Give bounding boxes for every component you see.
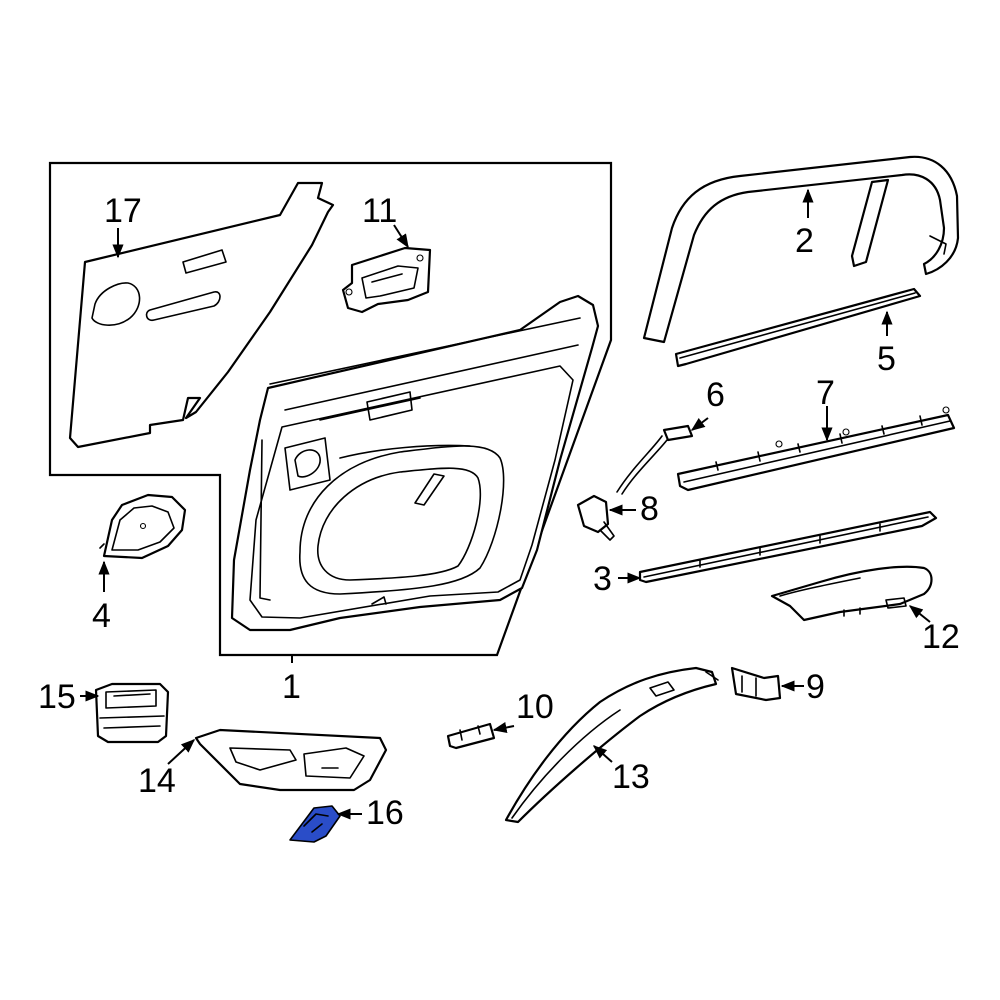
part-12-armrest[interactable] [770, 565, 933, 622]
part-6-cable[interactable] [616, 424, 694, 495]
part-3-lower-trim-strip[interactable] [638, 510, 938, 584]
part-13-pull-trim[interactable] [504, 666, 719, 824]
part-16-highlighted-switch[interactable] [289, 805, 341, 843]
part-4-speaker-cover[interactable] [99, 493, 187, 560]
callout-12: 12 [922, 618, 960, 656]
callout-11: 11 [362, 192, 397, 230]
part-5-beltline-strip[interactable] [674, 287, 922, 368]
leader-13 [592, 745, 613, 763]
callout-6: 6 [706, 376, 725, 414]
callout-4: 4 [92, 597, 111, 635]
part-10-clip[interactable] [446, 722, 496, 750]
callout-14: 14 [138, 762, 176, 800]
callout-10: 10 [516, 688, 554, 726]
part-2-window-frame-trim[interactable] [642, 155, 960, 344]
callout-16: 16 [366, 794, 404, 832]
part-17-insulation-sheet[interactable] [68, 181, 335, 449]
callout-9: 9 [806, 668, 825, 706]
callout-2: 2 [795, 222, 814, 260]
callout-8: 8 [640, 490, 659, 528]
part-7-trim-bracket-strip[interactable] [676, 406, 956, 492]
part-1-door-trim-panel[interactable] [230, 294, 600, 632]
leader-14 [167, 739, 196, 765]
callout-13: 13 [612, 758, 650, 796]
part-15-switch-assembly[interactable] [94, 682, 170, 744]
leader-6 [690, 417, 709, 431]
assembly-frame [48, 161, 613, 657]
part-9-switch-bracket[interactable] [730, 666, 782, 702]
callout-15: 15 [38, 678, 76, 716]
callout-17: 17 [104, 192, 142, 230]
part-11-inner-handle[interactable] [341, 246, 432, 314]
leader-11 [393, 224, 409, 249]
callout-1: 1 [282, 668, 301, 706]
callout-7: 7 [816, 374, 835, 412]
callout-3: 3 [593, 560, 612, 598]
part-14-switch-bezel[interactable] [194, 728, 388, 792]
leader-12 [908, 605, 931, 623]
leader-10 [492, 722, 515, 734]
part-8-connector-clip[interactable] [576, 494, 615, 541]
callout-5: 5 [877, 340, 896, 378]
